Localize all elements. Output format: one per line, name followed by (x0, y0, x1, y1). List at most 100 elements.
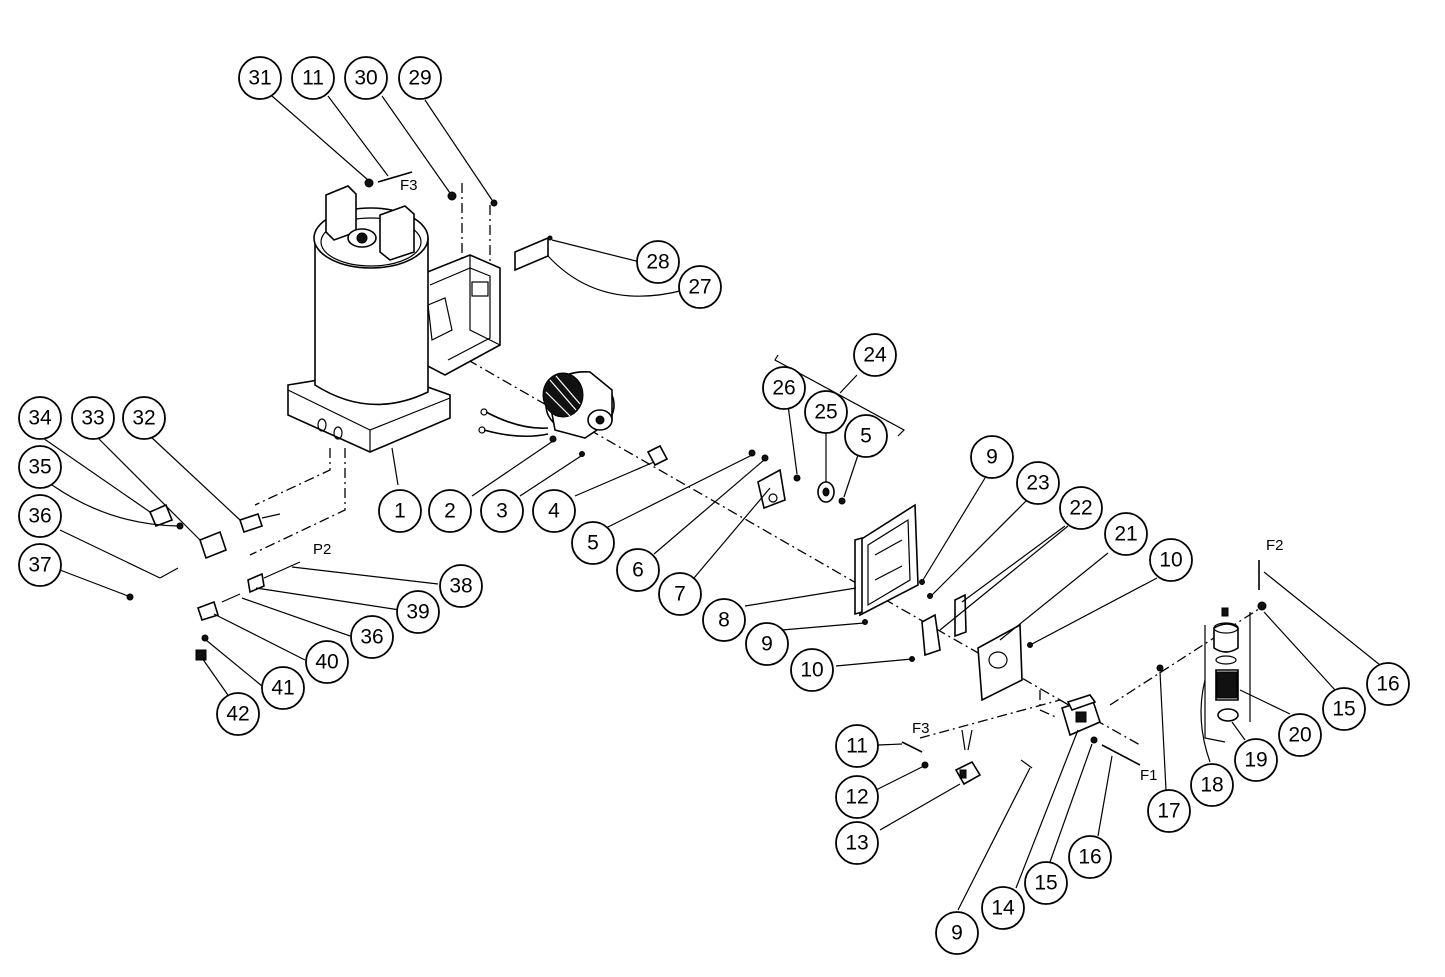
part-42-cap (195, 649, 207, 661)
part-6-washer (761, 454, 769, 462)
svg-text:28: 28 (646, 251, 669, 274)
part-15-fitting-b (1257, 601, 1267, 611)
svg-text:10: 10 (800, 659, 823, 682)
svg-text:23: 23 (1026, 472, 1049, 495)
svg-text:33: 33 (81, 407, 104, 430)
part-19-bowl (1217, 708, 1239, 722)
svg-text:15: 15 (1332, 698, 1355, 721)
balloon-31: 31 (238, 56, 282, 100)
svg-text:35: 35 (28, 456, 51, 479)
part-4-coupling (646, 444, 669, 467)
svg-text:41: 41 (271, 677, 294, 700)
balloon-27: 27 (678, 265, 722, 309)
svg-text:29: 29 (408, 67, 431, 90)
part-14-pump (1020, 694, 1141, 769)
part-9-screw-a (919, 579, 925, 585)
part-9-screw-c (1020, 759, 1033, 769)
balloon-32: 32 (122, 396, 166, 440)
svg-text:21: 21 (1114, 523, 1137, 546)
balloon-11b: 11 (835, 724, 879, 768)
balloon-1: 1 (378, 489, 422, 533)
balloon-38: 38 (439, 564, 483, 608)
svg-text:9: 9 (986, 446, 998, 469)
part-38-tube (263, 561, 301, 579)
tag-f3-top: F3 (400, 177, 418, 194)
part-36-nipple-a (159, 567, 179, 579)
svg-text:39: 39 (406, 601, 429, 624)
svg-text:32: 32 (132, 407, 155, 430)
tag-p2: P2 (313, 541, 331, 558)
tag-f2: F2 (1266, 537, 1284, 554)
balloon-12: 12 (835, 775, 879, 819)
part-10-screw-b (1027, 642, 1033, 648)
balloon-34: 34 (18, 396, 62, 440)
svg-text:27: 27 (688, 276, 711, 299)
part-22-clip-b (954, 593, 967, 638)
balloon-2: 2 (428, 489, 472, 533)
svg-text:22: 22 (1069, 497, 1092, 520)
callout-tags: F3 F3 F1 F2 P2 (313, 177, 1284, 784)
balloon-3: 3 (480, 489, 524, 533)
leader-lines (39, 95, 1381, 911)
part-3-screw (579, 451, 585, 457)
left-fittings (126, 503, 301, 661)
balloon-16b: 16 (1366, 662, 1410, 706)
balloon-6: 6 (616, 548, 660, 592)
balloon-42: 42 (216, 692, 260, 736)
part-1-tank-assembly (287, 185, 501, 453)
svg-text:6: 6 (632, 559, 644, 582)
part-8-bracket (854, 503, 933, 625)
balloon-29: 29 (398, 56, 442, 100)
part-23-screw (927, 593, 933, 599)
balloon-22: 22 (1059, 486, 1103, 530)
part-39-nut (247, 572, 265, 594)
balloon-14: 14 (981, 886, 1025, 930)
balloon-35: 35 (18, 445, 62, 489)
part-13-valve (901, 729, 982, 786)
svg-text:19: 19 (1244, 749, 1267, 772)
svg-text:11: 11 (846, 735, 868, 758)
svg-text:25: 25 (814, 401, 837, 424)
part-33-block (199, 530, 227, 560)
part-32-adapter (238, 512, 264, 534)
balloon-10a: 10 (790, 648, 834, 692)
part-30-nut (447, 191, 457, 201)
balloon-39: 39 (396, 590, 440, 634)
part-11-screw-top (377, 171, 413, 183)
svg-text:9: 9 (761, 633, 773, 656)
balloon-25: 25 (804, 390, 848, 434)
svg-text:5: 5 (860, 425, 872, 448)
part-2-blower-motor (478, 371, 615, 443)
balloon-11: 11 (291, 56, 335, 100)
balloon-5b: 5 (571, 521, 615, 565)
svg-text:31: 31 (248, 67, 271, 90)
part-31-nut (364, 178, 374, 188)
balloon-15: 15 (1024, 861, 1068, 905)
balloon-28: 28 (636, 240, 680, 284)
balloon-9c: 9 (935, 911, 979, 955)
part-40-elbow (196, 600, 219, 621)
balloon-40: 40 (305, 640, 349, 684)
svg-text:2: 2 (444, 500, 456, 523)
balloon-16: 16 (1068, 835, 1112, 879)
svg-text:17: 17 (1157, 800, 1180, 823)
part-26-key (793, 474, 801, 482)
svg-text:1: 1 (394, 500, 406, 523)
balloon-30: 30 (344, 56, 388, 100)
svg-text:7: 7 (674, 583, 686, 606)
svg-text:5: 5 (587, 532, 599, 555)
balloon-8: 8 (702, 598, 746, 642)
svg-text:38: 38 (449, 575, 472, 598)
balloon-4: 4 (532, 489, 576, 533)
balloon-18: 18 (1190, 763, 1234, 807)
balloon-41: 41 (261, 666, 305, 710)
part-36-nipple-b (221, 593, 241, 603)
balloon-13: 13 (835, 821, 879, 865)
svg-text:36: 36 (28, 505, 51, 528)
part-7-bracket (757, 468, 786, 510)
svg-text:30: 30 (354, 67, 377, 90)
part-9-screw-b (862, 619, 868, 625)
balloon-24: 24 (853, 333, 897, 377)
part-29-screw (490, 199, 498, 207)
tag-f1: F1 (1140, 767, 1158, 784)
